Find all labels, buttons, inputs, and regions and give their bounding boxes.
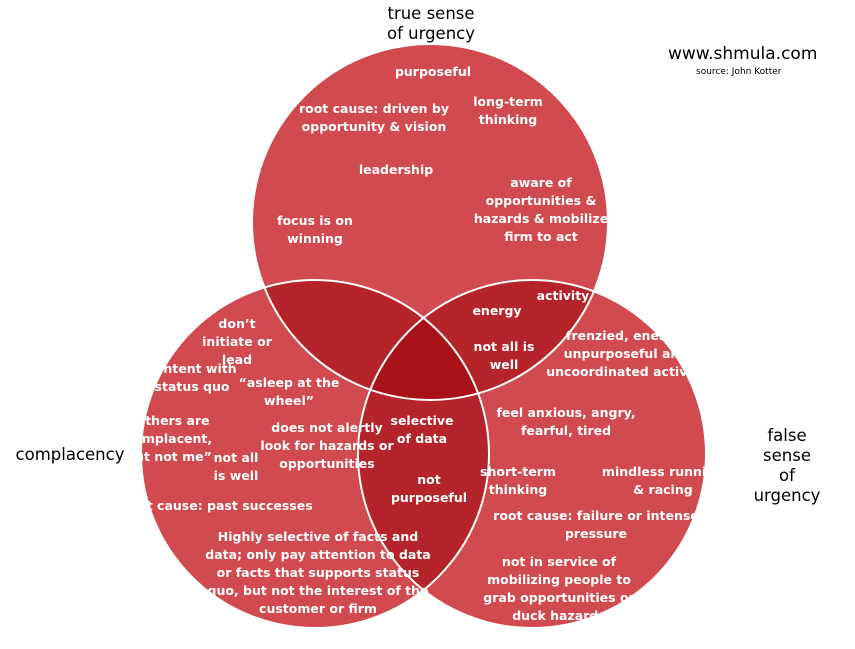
item-frenzied: frenzied, energy, unpurposeful and uncoo…	[546, 328, 706, 379]
site-credit: www.shmula.com	[668, 44, 818, 64]
overlap-center	[358, 280, 489, 400]
set-label-false-urgency: false sense of urgency	[753, 426, 821, 505]
item-leadership: leadership	[358, 162, 434, 177]
item-content-status-quo: content with status quo	[147, 361, 237, 394]
item-long-term-thinking: long-term thinking	[473, 94, 543, 127]
source-credit: source: John Kotter	[696, 67, 782, 77]
item-energy: energy	[472, 303, 522, 318]
item-does-not-look: does not alertly look for hazards or opp…	[260, 420, 394, 471]
item-root-cause-failure: root cause: failure or intense pressure	[493, 508, 699, 541]
set-label-true-urgency: true sense of urgency	[386, 4, 476, 43]
item-not-all-is-well-left: not all is well	[213, 450, 259, 483]
item-asleep-at-wheel: “asleep at the wheel”	[238, 375, 340, 408]
item-highly-selective: Highly selective of facts and data; only…	[205, 529, 431, 616]
item-root-cause-past: root cause: past successes	[123, 498, 313, 513]
item-activity: activity	[536, 288, 590, 303]
outline-true-urgency	[251, 43, 609, 401]
outline-false-urgency	[357, 279, 707, 629]
item-root-cause-vision: root cause: driven by opportunity & visi…	[298, 101, 450, 134]
item-feel-anxious: feel anxious, angry, fearful, tired	[496, 405, 636, 438]
item-purposeful: purposeful	[394, 64, 472, 79]
set-label-complacency: complacency	[15, 445, 125, 464]
item-mindless-running: mindless running & racing	[601, 464, 725, 497]
item-short-term-thinking: short-term thinking	[480, 464, 556, 497]
item-not-purposeful: not purposeful	[390, 472, 468, 505]
item-aware-of-opportunities: aware of opportunities & hazards & mobil…	[473, 175, 609, 244]
item-focus-winning: focus is on winning	[277, 213, 353, 246]
item-not-in-service: not in service of mobilizing people to g…	[483, 554, 635, 623]
item-others-complacent: “others are complacent, but not me”	[125, 413, 213, 464]
item-selective-of-data: selective of data	[390, 413, 454, 446]
item-not-all-is-well-right: not all is well	[473, 339, 535, 372]
item-dont-initiate: don’t initiate or lead	[202, 316, 272, 367]
outline-complacency	[140, 279, 490, 629]
